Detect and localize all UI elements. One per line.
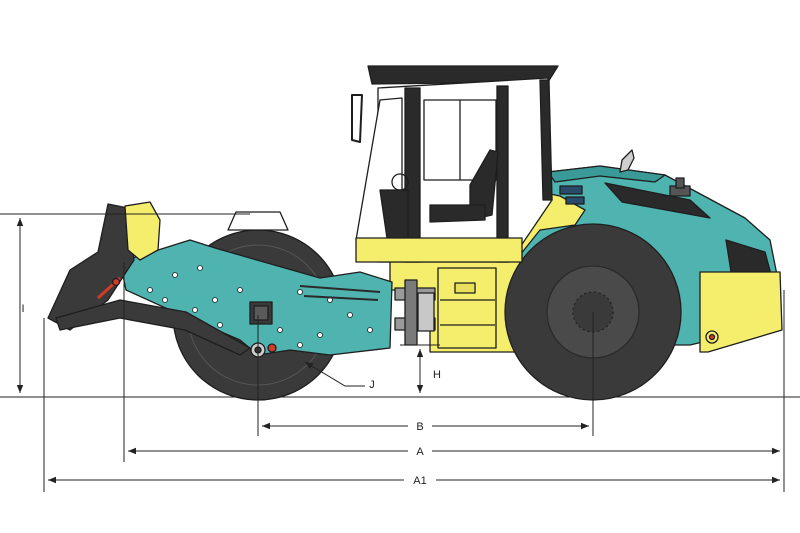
dimension-label-I: I [21, 303, 24, 315]
dimension-leader-J [304, 361, 365, 387]
dimension-label-J: J [369, 379, 375, 391]
dimension-label-A1: A1 [413, 475, 426, 487]
front-frame [119, 239, 393, 358]
leveling-blade-icon [47, 201, 251, 356]
dimension-lines [0, 213, 785, 492]
operator-cab-icon [351, 65, 559, 263]
articulation-joint [394, 279, 436, 346]
dimension-label-A: A [416, 446, 424, 458]
soil-compactor-roller-icon [47, 65, 783, 401]
dimension-label-H: H [433, 369, 441, 381]
dimension-label-B: B [416, 421, 423, 433]
